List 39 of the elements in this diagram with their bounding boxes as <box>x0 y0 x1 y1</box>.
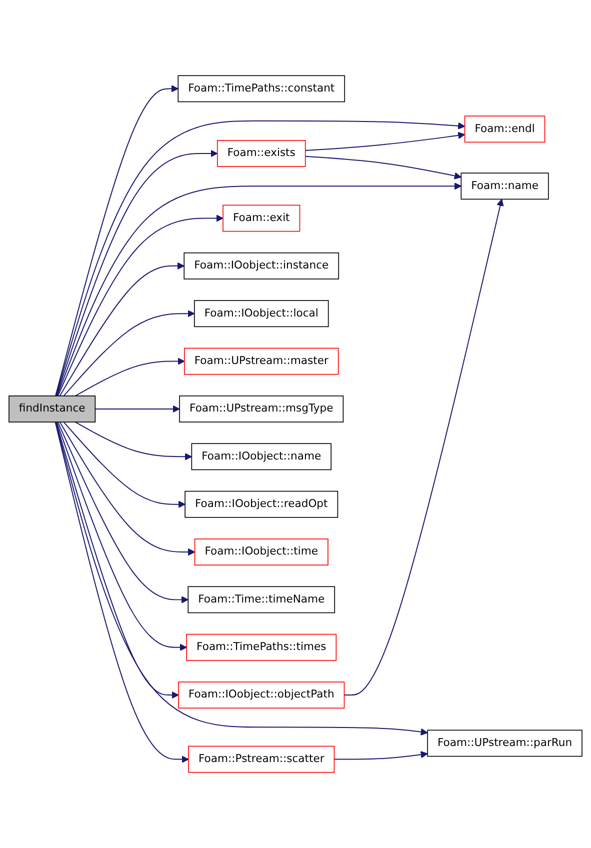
arrow <box>63 422 186 508</box>
arrow <box>59 262 184 396</box>
node-box: Foam::endl <box>464 116 546 143</box>
node-box: Foam::IOobject::name <box>191 443 332 470</box>
node-box: Foam::UPstream::master <box>184 348 339 375</box>
arrow <box>56 422 187 652</box>
node-box: Foam::IOobject::local <box>194 300 329 328</box>
arrow <box>94 405 180 413</box>
node-box: Foam::name <box>460 172 549 200</box>
node-box: Foam::Pstream::scatter <box>188 746 335 773</box>
arrow <box>55 422 428 736</box>
node-box: Foam::IOobject::time <box>194 538 328 566</box>
arrow <box>57 214 224 396</box>
arrow <box>63 310 195 396</box>
node-box: Foam::IOobject::objectPath <box>178 682 345 709</box>
arrow <box>56 182 462 396</box>
arrow <box>55 120 466 396</box>
arrow <box>74 358 185 396</box>
node-box: Foam::exit <box>222 204 300 232</box>
arrow <box>74 422 192 460</box>
node-box: Foam::IOobject::readOpt <box>184 490 338 518</box>
node-box: findInstance <box>8 396 96 422</box>
arrow <box>344 198 504 696</box>
arrow <box>59 422 196 556</box>
node-box: Foam::UPstream::msgType <box>179 396 344 422</box>
arrow <box>54 422 189 763</box>
arrow <box>55 85 178 396</box>
node-box: Foam::IOobject::instance <box>184 252 340 280</box>
arrow <box>334 750 428 760</box>
node-box: Foam::UPstream::parRun <box>427 730 582 757</box>
node-box: Foam::exists <box>216 140 306 167</box>
arrow <box>55 422 179 699</box>
node-box: Foam::Time::timeName <box>188 586 336 614</box>
node-box: Foam::TimePaths::constant <box>178 75 346 102</box>
node-box: Foam::TimePaths::times <box>186 634 337 661</box>
arrow <box>56 150 218 396</box>
arrow <box>57 422 188 604</box>
arrow <box>304 156 462 180</box>
arrow <box>304 132 466 152</box>
